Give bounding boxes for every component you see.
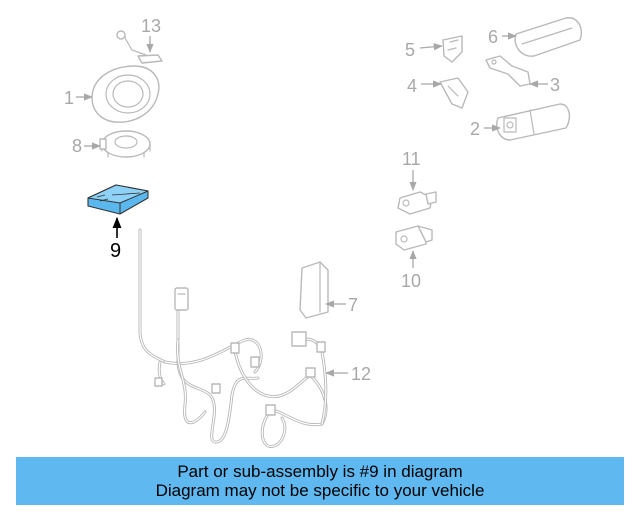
callout-2: 2	[470, 119, 480, 139]
parts-diagram: 13 1 8 9 5 6 4	[64, 16, 582, 448]
part-7-side-airbag	[299, 261, 329, 319]
callout-6: 6	[488, 27, 498, 47]
callout-4: 4	[407, 76, 417, 96]
part-3-mounting-bracket	[485, 55, 531, 87]
callout-8: 8	[72, 136, 82, 156]
part-5-bracket	[442, 35, 463, 63]
callout-9: 9	[110, 240, 121, 262]
part-10-impact-sensor	[395, 225, 433, 251]
part-11-impact-sensor	[397, 191, 437, 215]
callout-11: 11	[402, 149, 421, 169]
callout-13: 13	[141, 16, 161, 36]
callout-3: 3	[550, 75, 560, 95]
part-4-bracket	[439, 77, 469, 109]
part-6-airbag-cover	[514, 17, 582, 57]
banner-line-1: Part or sub-assembly is #9 in diagram	[177, 462, 463, 481]
callout-7: 7	[348, 295, 358, 315]
part-2-passenger-airbag	[496, 103, 571, 141]
part-13-clip	[116, 30, 163, 64]
part-12-wiring-harness	[138, 228, 328, 448]
part-1-airbag-module	[91, 65, 160, 123]
info-banner: Part or sub-assembly is #9 in diagram Di…	[16, 457, 624, 505]
part-9-control-module	[87, 184, 149, 215]
part-8-clockspring	[99, 130, 151, 158]
callout-10: 10	[401, 271, 421, 291]
callout-5: 5	[405, 40, 415, 60]
callout-12: 12	[351, 364, 371, 384]
banner-line-2: Diagram may not be specific to your vehi…	[155, 481, 485, 500]
leader-5	[419, 43, 443, 51]
callout-1: 1	[64, 88, 74, 108]
